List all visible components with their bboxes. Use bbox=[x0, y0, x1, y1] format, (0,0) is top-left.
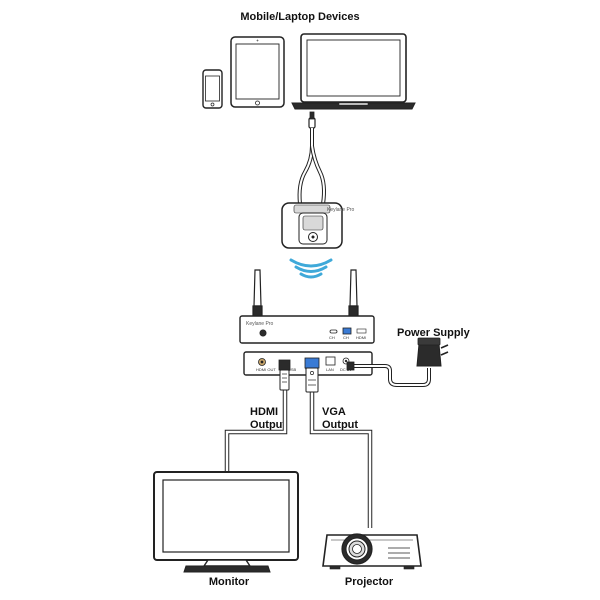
vga-output-label-line2: Output bbox=[322, 419, 359, 431]
receiver-brand-text: Keylane Pro bbox=[246, 321, 273, 327]
rear-port-label-2: USB bbox=[288, 367, 297, 372]
receiver-front-panel: Keylane Pro CH CH HDMI bbox=[239, 315, 375, 344]
phone-icon bbox=[202, 69, 223, 109]
tablet-icon bbox=[230, 36, 285, 108]
projector-label: Projector bbox=[344, 576, 394, 588]
hdmi-output-label-line1: HDMI bbox=[250, 406, 279, 418]
vga-cable-icon bbox=[304, 357, 373, 528]
monitor-icon bbox=[153, 471, 299, 573]
power-supply-label: Power Supply bbox=[397, 327, 470, 339]
hdmi-output-label-line2: Output bbox=[250, 419, 287, 431]
front-port-label-hdmi: HDMI bbox=[356, 335, 366, 340]
hdmi-cable-icon bbox=[224, 359, 291, 472]
front-port-label-usb: CH bbox=[343, 335, 349, 340]
vga-output-label: VGA Output bbox=[322, 406, 358, 432]
laptop-icon bbox=[291, 33, 416, 110]
projector-icon bbox=[322, 533, 422, 570]
monitor-label: Monitor bbox=[208, 576, 250, 588]
rear-port-label-5: DC 5V bbox=[340, 367, 352, 372]
power-supply-icon bbox=[346, 337, 449, 387]
antenna-icon bbox=[252, 269, 359, 318]
rear-port-label-1: HDMI OUT bbox=[256, 367, 276, 372]
hdmi-output-label: HDMI Output bbox=[250, 406, 286, 432]
front-port-label-usbc: CH bbox=[329, 335, 335, 340]
transmitter-brand-text: Keylane Pro bbox=[327, 207, 354, 213]
wireless-transmitter-icon: Keylane Pro bbox=[281, 111, 354, 249]
devices-label: Mobile/Laptop Devices bbox=[240, 11, 360, 23]
wifi-signal-icon bbox=[289, 258, 333, 279]
vga-output-label-line1: VGA bbox=[322, 406, 346, 418]
rear-port-label-4: LAN bbox=[326, 367, 334, 372]
